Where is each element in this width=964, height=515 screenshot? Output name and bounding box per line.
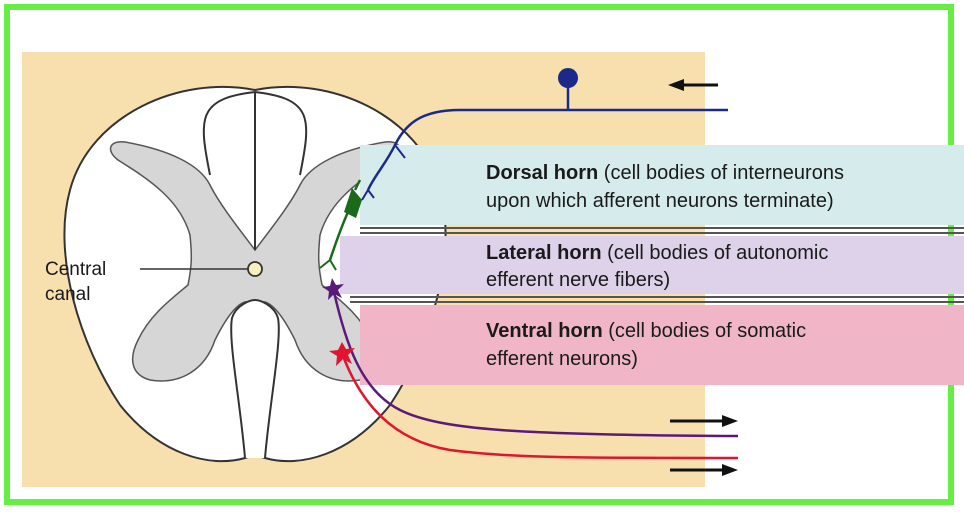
ventral-horn-description: (cell bodies of somatic — [603, 320, 806, 342]
dorsal-horn-title: Dorsal horn — [486, 162, 598, 184]
lateral-horn-title: Lateral horn — [486, 242, 602, 264]
afferent-cell-body — [558, 68, 578, 88]
lateral-horn-label-line1: Lateral horn (cell bodies of autonomic — [486, 242, 828, 264]
dorsal-horn-description: (cell bodies of interneurons — [598, 162, 844, 184]
lateral-horn-description: (cell bodies of autonomic — [602, 242, 829, 264]
central-canal — [248, 262, 262, 276]
ventral-horn-title: Ventral horn — [486, 320, 603, 342]
dorsal-horn-band — [360, 145, 964, 225]
ventral-horn-label-line1: Ventral horn (cell bodies of somatic — [486, 320, 806, 342]
lateral-horn-label-line2: efferent nerve fibers) — [486, 269, 670, 291]
ventral-horn-label-line2: efferent neurons) — [486, 348, 638, 370]
dorsal-horn-label-line2: upon which afferent neurons terminate) — [486, 190, 834, 212]
ventral-horn-band — [360, 305, 964, 385]
central-canal-label-line1: Central — [45, 259, 106, 280]
dorsal-horn-label-line1: Dorsal horn (cell bodies of interneurons — [486, 162, 844, 184]
central-canal-label-line2: canal — [45, 284, 90, 305]
